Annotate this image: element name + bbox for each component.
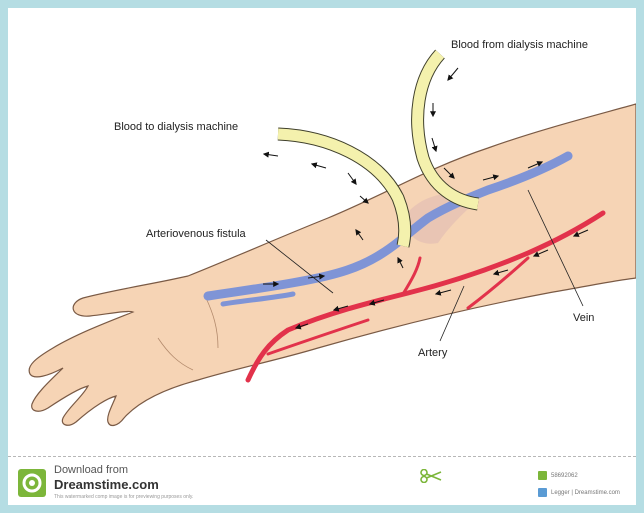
arrow — [448, 68, 458, 80]
image-id-row: 58692062 — [538, 471, 578, 480]
label-vein: Vein — [573, 312, 594, 324]
watermark-note: This watermarked comp image is for previ… — [54, 494, 193, 500]
diagram-frame: Blood from dialysis machine Blood to dia… — [8, 8, 636, 505]
image-id-icon — [538, 471, 547, 480]
arrow — [432, 138, 436, 151]
site-name-link[interactable]: Dreamstime.com — [54, 477, 159, 492]
arrow — [312, 164, 326, 168]
label-blood-from: Blood from dialysis machine — [451, 39, 588, 51]
download-from-text: Download from — [54, 464, 128, 476]
arm-diagram: Blood from dialysis machine Blood to dia… — [8, 8, 636, 456]
credit-text[interactable]: Legger | Dreamstime.com — [551, 490, 620, 496]
author-icon — [538, 488, 547, 497]
dreamstime-logo-icon[interactable] — [18, 469, 46, 497]
label-artery: Artery — [418, 347, 448, 359]
label-blood-to: Blood to dialysis machine — [114, 121, 238, 133]
label-fistula: Arteriovenous fistula — [146, 228, 247, 240]
credit-row: Legger | Dreamstime.com — [538, 488, 620, 497]
image-id: 58692062 — [551, 473, 578, 479]
arrow — [348, 173, 356, 184]
scissors-icon — [420, 469, 442, 488]
arrow — [264, 154, 278, 156]
download-footer: Download from Dreamstime.com This waterm… — [8, 456, 636, 505]
arm-outline — [29, 104, 636, 425]
